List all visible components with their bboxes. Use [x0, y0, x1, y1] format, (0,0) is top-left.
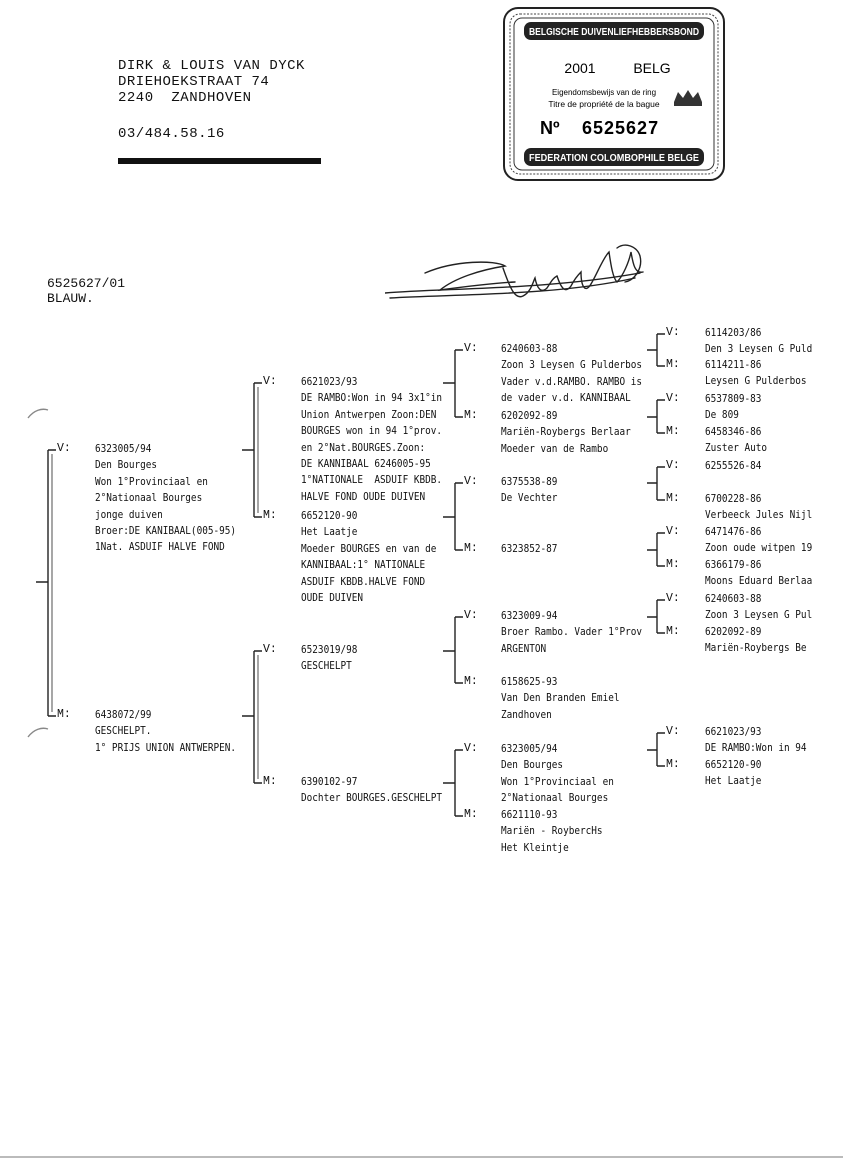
label-dam: M:: [666, 358, 680, 371]
label-sire: V:: [464, 475, 478, 488]
ancestor-g4-entry: 6537809-83 De 809: [705, 394, 762, 422]
ancestor-g4-entry: 6114203/86 Den 3 Leysen G Puld: [705, 328, 813, 356]
ring-certificate-stamp: BELGISCHE DUIVENLIEFHEBBERSBOND 2001 BEL…: [503, 7, 725, 181]
label-dam: M:: [666, 625, 680, 638]
stamp-country: BELG: [633, 60, 670, 76]
ancestor-g4-entry: 6621023/93 DE RAMBO:Won in 94: [705, 727, 807, 755]
label-dam: M:: [464, 409, 478, 422]
label-sire: V:: [666, 725, 680, 738]
pigeon-ring-number: 6525627/01: [47, 276, 126, 291]
ancestor-g4-entry: 6471476-86 Zoon oude witpen 19: [705, 527, 813, 555]
label-dam: M:: [666, 758, 680, 771]
ancestor-g4-entry: 6114211-86 Leysen G Pulderbos: [705, 360, 807, 388]
label-dam: M:: [263, 509, 277, 522]
label-sire: V:: [666, 459, 680, 472]
pigeon-color: BLAUW.: [47, 291, 94, 306]
ancestor-g3-entry: 6158625-93 Van Den Branden Emiel Zandhov…: [501, 677, 620, 721]
breeder-city: 2240 ZANDHOVEN: [118, 90, 252, 106]
stamp-line-fr: Titre de propriété de la bague: [548, 99, 659, 109]
label-dam: M:: [263, 775, 277, 788]
grandsire-paternal-entry: 6621023/93 DE RAMBO:Won in 94 3x1°in Uni…: [301, 377, 443, 503]
label-dam: M:: [57, 708, 71, 721]
label-sire: V:: [464, 609, 478, 622]
ancestor-g4-entry: 6458346-86 Zuster Auto: [705, 427, 768, 455]
label-dam: M:: [666, 558, 680, 571]
page-bottom-edge: [0, 1156, 843, 1158]
grandsire-maternal-entry: 6523019/98 GESCHELPT: [301, 645, 358, 673]
ancestor-g4-entry: 6240603-88 Zoon 3 Leysen G Pul: [705, 594, 813, 622]
ancestor-g4-entry: 6700228-86 Verbeeck Jules Nijl: [705, 494, 813, 522]
label-dam: M:: [464, 675, 478, 688]
label-dam: M:: [464, 542, 478, 555]
dam-entry: 6438072/99 GESCHELPT. 1° PRIJS UNION ANT…: [95, 710, 237, 754]
granddam-paternal-entry: 6652120-90 Het Laatje Moeder BOURGES en …: [301, 511, 437, 605]
ancestor-g4-entry: 6255526-84: [705, 461, 762, 472]
ancestor-g3-entry: 6202092-89 Mariën-Roybergs Berlaar Moede…: [501, 411, 631, 455]
ancestor-g3-entry: 6375538-89 De Vechter: [501, 477, 558, 505]
ancestor-g3-entry: 6323852-87: [501, 544, 558, 555]
label-dam: M:: [666, 492, 680, 505]
label-dam: M:: [666, 425, 680, 438]
ancestor-g3-entry: 6621110-93 Mariën - RoybercHs Het Kleint…: [501, 810, 603, 854]
header-divider: [118, 158, 321, 164]
sire-entry: 6323005/94 Den Bourges Won 1°Provinciaal…: [95, 444, 237, 554]
label-sire: V:: [464, 742, 478, 755]
label-sire: V:: [57, 442, 71, 455]
stamp-top-banner: BELGISCHE DUIVENLIEFHEBBERSBOND: [529, 26, 699, 38]
handwritten-signature: [385, 244, 644, 299]
crown-icon: [674, 90, 702, 106]
breeder-address: DIRK & LOUIS VAN DYCK DRIEHOEKSTRAAT 74 …: [118, 58, 305, 106]
stamp-number: 6525627: [582, 118, 659, 138]
stamp-year: 2001: [564, 60, 595, 76]
label-sire: V:: [666, 392, 680, 405]
stamp-number-prefix: Nº: [540, 118, 560, 138]
label-sire: V:: [263, 643, 277, 656]
ancestor-g3-entry: 6323005/94 Den Bourges Won 1°Provinciaal…: [501, 744, 614, 805]
breeder-street: DRIEHOEKSTRAAT 74: [118, 74, 270, 90]
breeder-name: DIRK & LOUIS VAN DYCK: [118, 58, 305, 74]
pigeon-id: 6525627/01 BLAUW.: [47, 276, 125, 306]
stamp-line-nl: Eigendomsbewijs van de ring: [552, 88, 656, 97]
breeder-phone: 03/484.58.16: [118, 126, 225, 142]
stamp-bottom-banner: FEDERATION COLOMBOPHILE BELGE: [529, 152, 699, 164]
ancestor-g4-entry: 6366179-86 Moons Eduard Berlaa: [705, 560, 813, 588]
label-sire: V:: [666, 326, 680, 339]
label-sire: V:: [666, 525, 680, 538]
label-sire: V:: [666, 592, 680, 605]
label-sire: V:: [263, 375, 277, 388]
label-dam: M:: [464, 808, 478, 821]
label-sire: V:: [464, 342, 478, 355]
ancestor-g3-entry: 6323009-94 Broer Rambo. Vader 1°Prov ARG…: [501, 611, 643, 655]
ancestor-g3-entry: 6240603-88 Zoon 3 Leysen G Pulderbos Vad…: [501, 344, 643, 405]
ancestor-g4-entry: 6652120-90 Het Laatje: [705, 760, 762, 788]
ancestor-g4-entry: 6202092-89 Mariën-Roybergs Be: [705, 627, 807, 655]
granddam-maternal-entry: 6390102-97 Dochter BOURGES.GESCHELPT: [301, 777, 443, 805]
